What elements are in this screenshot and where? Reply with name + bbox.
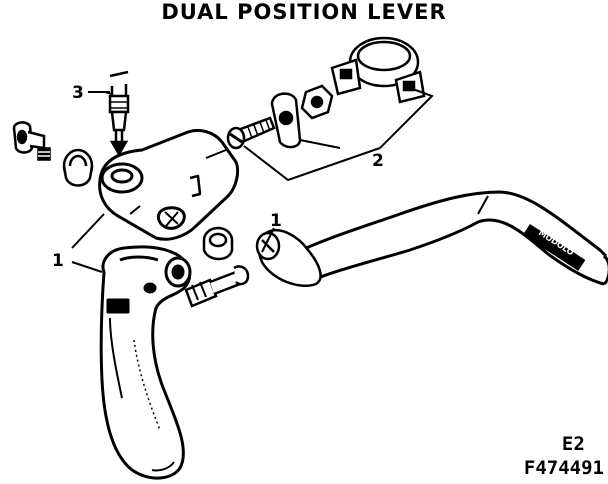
leader-1-left-lower <box>71 261 103 273</box>
leader-1-left-upper <box>71 213 105 249</box>
pivot-bushing <box>62 148 94 187</box>
clamp-nut <box>300 84 334 120</box>
diagram-title: DUAL POSITION LEVER <box>161 0 447 24</box>
handlebar <box>284 190 608 287</box>
pivot-screw <box>12 121 46 154</box>
adjuster-barrel <box>184 265 250 308</box>
handlebar-clamp <box>330 36 426 104</box>
callout-3: 3 <box>72 83 84 103</box>
clamp-screw <box>226 116 276 150</box>
callout-1-left: 1 <box>52 251 64 271</box>
pivot-spring <box>37 147 51 161</box>
leader-2-upper <box>379 87 434 149</box>
clamp-bracket-plate <box>270 92 302 149</box>
callout-2: 2 <box>372 151 384 171</box>
leader-2-lower <box>243 145 381 182</box>
lever-sleeve <box>202 226 234 261</box>
brake-lever <box>99 245 192 480</box>
sheet-code: E2 <box>561 433 585 455</box>
leader-1-right <box>261 227 275 253</box>
leader-2-mid <box>299 139 341 149</box>
lever-housing <box>98 128 240 241</box>
brake-cable-adjuster <box>103 70 130 157</box>
figure-number: F474491 <box>523 457 604 479</box>
leader-lines <box>71 87 434 273</box>
lever-shaft <box>255 229 322 287</box>
callout-1-right: 1 <box>270 211 282 231</box>
figure-identifier: E2 F474491 <box>524 432 604 480</box>
